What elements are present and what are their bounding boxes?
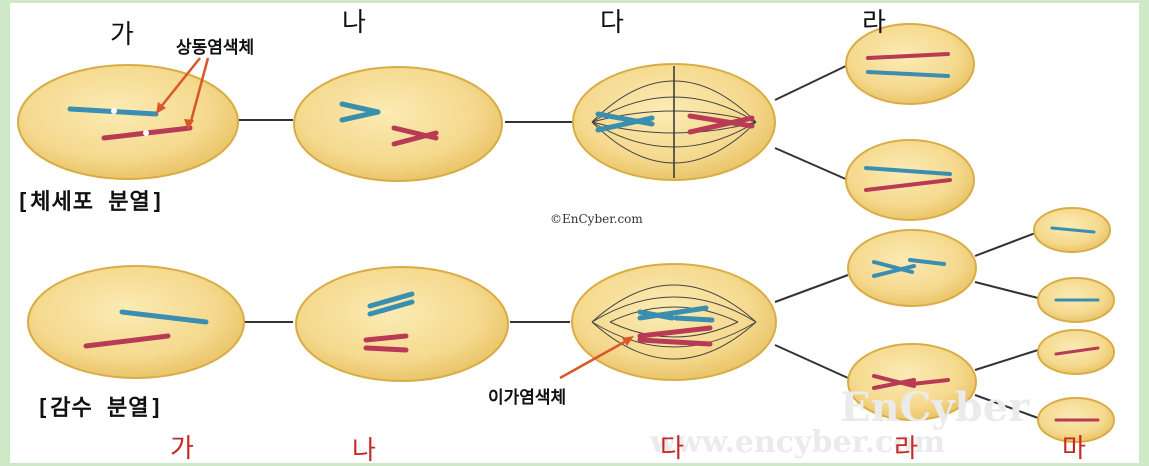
meiosis-section-title: [감수 분열] <box>36 398 164 420</box>
mitosis-cell-ga <box>18 65 238 179</box>
mitosis-stage-label-ra: 라 <box>862 10 886 36</box>
homologous-chromosome-label: 상동염색체 <box>176 40 254 57</box>
meiosis-cell-da <box>572 264 776 380</box>
mitosis-stage-label-ga: 가 <box>110 22 134 48</box>
mitosis-cell-ra-bottom <box>846 140 974 220</box>
mitosis-cell-da <box>573 64 775 180</box>
mitosis-cell-na <box>294 67 502 181</box>
copyright-credit: ©EnCyber.com <box>550 213 643 225</box>
meiosis-stage-label-ma: 마 <box>1062 436 1086 462</box>
meiosis-stage-label-na: 나 <box>352 438 376 464</box>
meiosis-cell-ga <box>28 266 244 378</box>
meiosis-cell-ra-top <box>848 230 976 306</box>
meiosis-cell-na <box>296 267 508 381</box>
meiosis-cell-ma-2 <box>1038 278 1114 322</box>
meiosis-cell-ma-3 <box>1038 330 1114 374</box>
mitosis-stage-label-na: 나 <box>342 10 366 36</box>
bivalent-chromosome-label: 이가염색체 <box>488 390 566 407</box>
mitosis-section-title: [체세포 분열] <box>16 192 165 214</box>
meiosis-cell-ma-1 <box>1034 208 1110 252</box>
meiosis-stage-label-da: 다 <box>660 436 684 462</box>
meiosis-stage-label-ra: 라 <box>894 436 918 462</box>
mitosis-stage-label-da: 다 <box>600 10 624 36</box>
watermark-logo: EnCyber <box>840 388 1029 428</box>
meiosis-stage-label-ga: 가 <box>170 436 194 462</box>
